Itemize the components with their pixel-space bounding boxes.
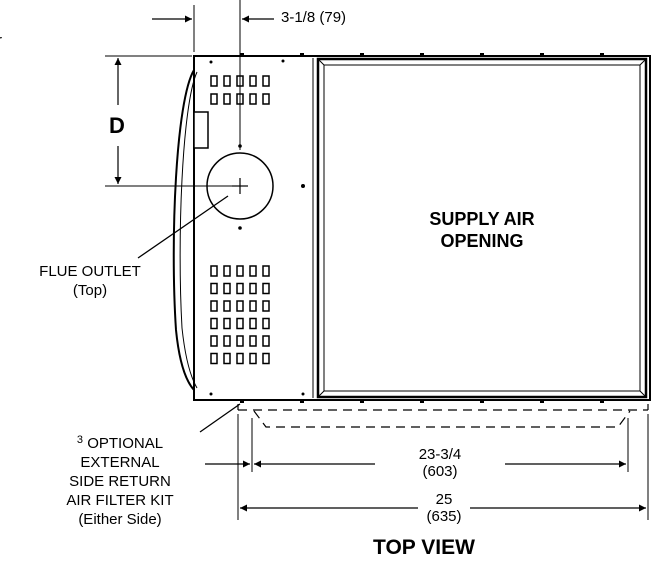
overall-width-in: 25: [435, 491, 453, 508]
flue-label-line1: FLUE OUTLET: [39, 263, 141, 280]
vent-slot: [262, 282, 270, 295]
vent-slot: [262, 93, 270, 105]
vent-slot: [249, 75, 257, 87]
vent-slot: [249, 282, 257, 295]
filter-kit-label: 3 OPTIONAL EXTERNAL SIDE RETURN AIR FILT…: [40, 431, 200, 529]
vent-slot: [210, 317, 218, 330]
vent-slot: [223, 335, 231, 347]
supply-air-opening-label: SUPPLY AIR OPENING: [382, 208, 582, 252]
vent-slot: [249, 265, 257, 277]
overall-width-dimension: 25 (635): [384, 491, 504, 525]
vent-slot: [210, 75, 218, 87]
d-dimension-label: D: [109, 113, 125, 138]
vent-slot: [249, 317, 257, 330]
kit-label-line2: EXTERNAL: [80, 454, 160, 471]
vent-slot: [236, 282, 244, 295]
filter-kit-outline: [237, 404, 649, 428]
vent-slot: [223, 352, 231, 365]
cabinet-side-curve-inner: [179, 71, 198, 389]
flue-label-line2: (Top): [72, 282, 108, 299]
vent-slot: [223, 300, 231, 312]
overall-width-mm: (635): [426, 508, 462, 525]
vent-slot: [262, 352, 270, 365]
vent-slot: [249, 300, 257, 312]
vent-slot: [249, 93, 257, 105]
vent-slot: [236, 300, 244, 312]
vent-slot: [249, 335, 257, 347]
vent-slot: [210, 265, 218, 277]
kit-leader: [199, 403, 241, 433]
side-label-tab: [193, 111, 209, 149]
panel-fasteners: [209, 59, 305, 396]
vent-slot: [210, 335, 218, 347]
vent-slot: [210, 93, 218, 105]
flue-leader: [137, 195, 229, 259]
supply-opening-frame-inner: [323, 64, 641, 392]
flue-offset-dimension: 3-1/8 (79): [281, 9, 347, 26]
cabinet-tabs: [240, 53, 604, 403]
vent-slot: [262, 265, 270, 277]
supply-opening-frame-outer: [316, 57, 648, 399]
vent-slot: [262, 75, 270, 87]
vent-slot: [262, 317, 270, 330]
edge-fragment-text: r: [0, 32, 2, 49]
vent-slot: [262, 335, 270, 347]
lower-vent-louvers: [210, 265, 270, 365]
filter-width-dimension: 23-3/4 (603): [380, 446, 500, 480]
vent-slot: [223, 265, 231, 277]
vent-slot: [223, 317, 231, 330]
kit-footnote-marker: 3: [76, 434, 84, 446]
filter-width-in: 23-3/4: [418, 446, 462, 463]
vent-slot: [236, 265, 244, 277]
flue-outlet-label: FLUE OUTLET (Top): [2, 262, 178, 300]
vent-slot: [223, 75, 231, 87]
kit-label-line3: SIDE RETURN: [69, 473, 171, 490]
vent-slot: [210, 300, 218, 312]
kit-label-line4: AIR FILTER KIT: [66, 492, 174, 509]
vent-slot: [249, 352, 257, 365]
vent-slot: [236, 317, 244, 330]
vent-slot: [236, 335, 244, 347]
kit-label-line1: OPTIONAL: [87, 435, 164, 452]
vent-slot: [236, 352, 244, 365]
cabinet-side-curve: [172, 69, 195, 391]
vent-slot: [210, 352, 218, 365]
filter-width-mm: (603): [422, 463, 458, 480]
view-title: TOP VIEW: [373, 536, 475, 559]
vent-slot: [223, 282, 231, 295]
supply-label-line2: OPENING: [440, 231, 524, 251]
vent-slot: [223, 93, 231, 105]
supply-label-line1: SUPPLY AIR: [429, 209, 535, 229]
kit-label-line5: (Either Side): [78, 511, 162, 528]
vent-slot: [262, 300, 270, 312]
vent-slot: [210, 282, 218, 295]
